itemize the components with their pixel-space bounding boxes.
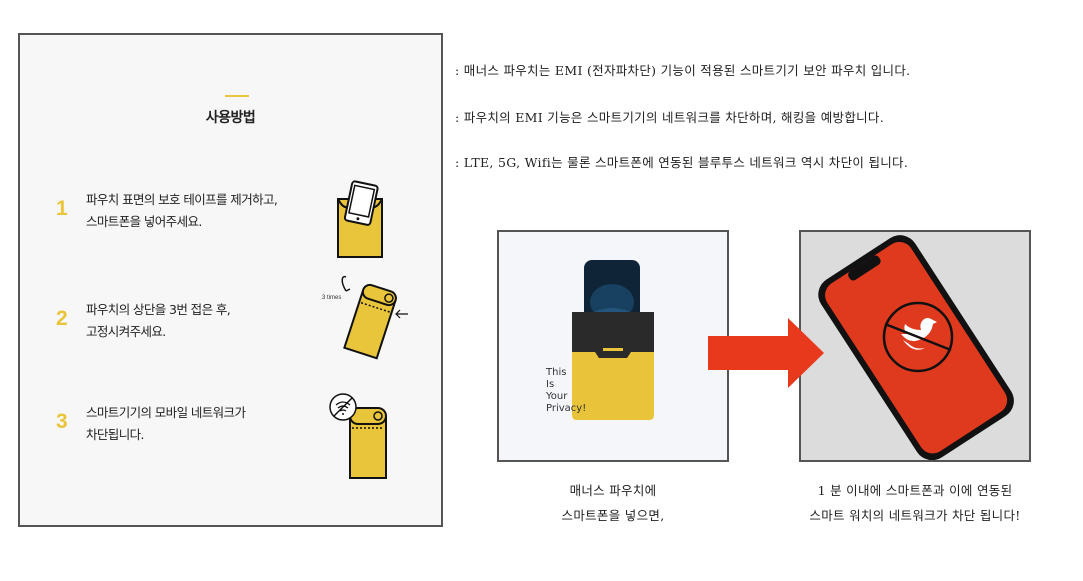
svg-text:3 times: 3 times <box>322 295 341 301</box>
pouch-photo: This Is Your Privacy! <box>497 230 729 462</box>
left-caption: 매너스 파우치에 스마트폰을 넣으면, <box>561 483 665 523</box>
pouch-printed-text: This Is Your Privacy! <box>546 367 587 414</box>
description-line-1: : 매너스 파우치는 EMI (전자파차단) 기능이 적용된 스마트기기 보안 … <box>455 63 911 78</box>
step-text: 파우치 표면의 보호 테이프를 제거하고, 스마트폰을 넣어주세요. <box>86 192 278 229</box>
step-number: 2 <box>56 307 68 330</box>
arrow-right-icon <box>706 318 824 392</box>
no-wifi-pouch-icon <box>326 390 396 486</box>
usage-step-3: 3 스마트기기의 모바일 네트워크가 차단됩니다. <box>20 390 441 480</box>
usage-step-2: 2 파우치의 상단을 3번 접은 후, 고정시켜주세요. 3 times <box>20 275 441 375</box>
usage-step-1: 1 파우치 표면의 보호 테이프를 제거하고, 스마트폰을 넣어주세요. <box>20 175 441 265</box>
pouch-with-phone-icon <box>335 179 385 263</box>
right-caption: 1 분 이내에 스마트폰과 이에 연동된 스마트 워치의 네트워크가 차단 됩니… <box>809 483 1021 523</box>
step-text: 스마트기기의 모바일 네트워크가 차단됩니다. <box>86 405 246 442</box>
description-line-2: : 파우치의 EMI 기능은 스마트기기의 네트워크를 차단하며, 해킹을 예방… <box>455 110 885 125</box>
title-accent-bar <box>225 95 249 97</box>
step-number: 1 <box>56 197 68 220</box>
fold-pouch-icon: 3 times <box>320 271 412 367</box>
step-number: 3 <box>56 410 68 433</box>
step-text: 파우치의 상단을 3번 접은 후, 고정시켜주세요. <box>86 302 231 339</box>
usage-panel: 사용방법 1 파우치 표면의 보호 테이프를 제거하고, 스마트폰을 넣어주세요… <box>18 33 443 527</box>
description-line-3: : LTE, 5G, Wifi는 물론 스마트폰에 연동된 블루투스 네트워크 … <box>455 155 909 170</box>
blocked-phone-photo <box>799 230 1031 462</box>
usage-title: 사용방법 <box>205 110 256 126</box>
